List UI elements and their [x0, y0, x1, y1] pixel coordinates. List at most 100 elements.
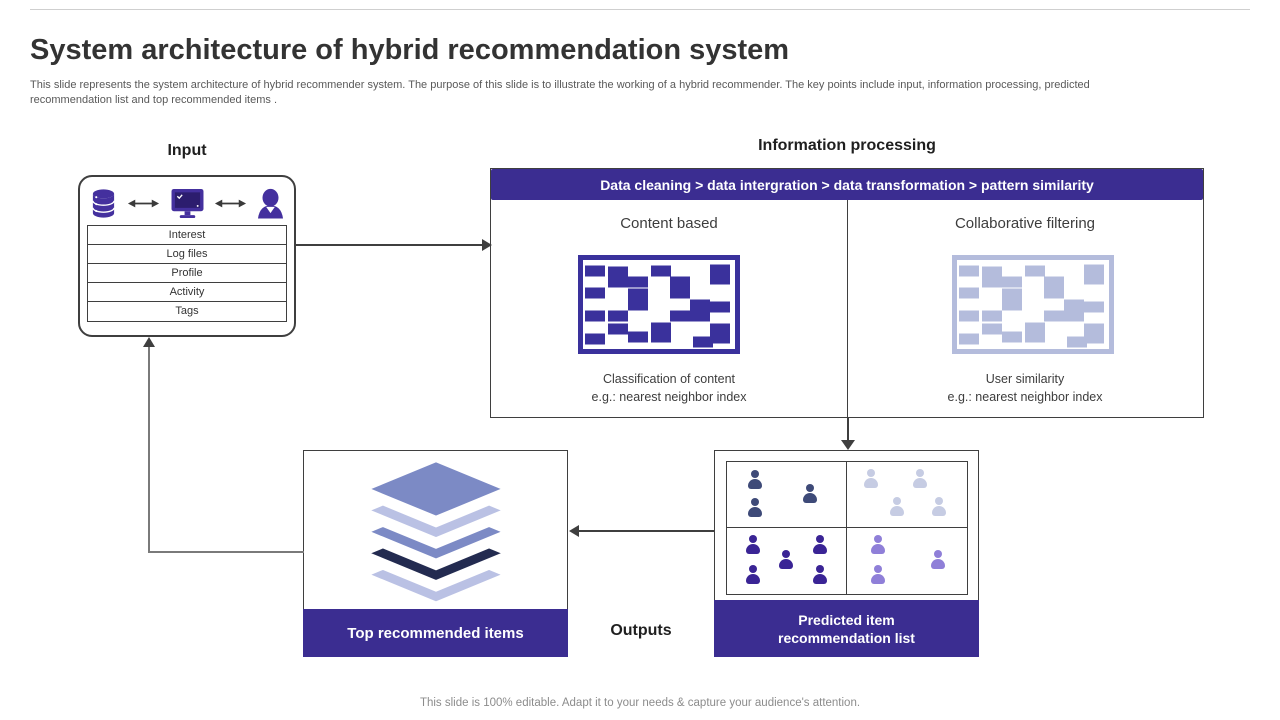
collaborative-filtering-title: Collaborative filtering: [954, 215, 1096, 232]
matrix-cell: [607, 276, 628, 288]
database-icon: [92, 189, 115, 218]
user-icon: [863, 468, 878, 488]
stack-layer: [360, 544, 511, 585]
feedback-loop-line-vertical: [148, 346, 150, 553]
user-icon: [746, 534, 761, 554]
predicted-box: Predicted item recommendation list: [714, 450, 979, 657]
matrix-cell: [709, 273, 730, 285]
collaborative-caption-line1: User similarity: [985, 372, 1065, 386]
matrix-cell: [981, 310, 1002, 322]
stack-layer: [360, 565, 511, 606]
input-section-label: Input: [167, 142, 207, 159]
matrix-cell: [981, 276, 1002, 288]
pipeline-header: Data cleaning > data intergration > data…: [491, 169, 1203, 200]
matrix-cell: [650, 322, 671, 334]
slide-description-line2: recommendation list and top recommended …: [30, 94, 278, 106]
slide-description: This slide represents the system archite…: [30, 78, 1210, 108]
user-icon: [871, 534, 885, 554]
user-quadrant-top-right: [847, 462, 967, 528]
content-caption-line2: e.g.: nearest neighbor index: [591, 390, 747, 404]
user-icon: [913, 468, 927, 488]
matrix-cell: [585, 333, 606, 345]
matrix-cell: [1001, 288, 1022, 300]
flow-arrow-processing-to-predicted-line: [847, 418, 849, 441]
content-based-matrix-icon: [578, 255, 740, 354]
matrix-cell: [709, 301, 730, 313]
flow-arrow-predicted-to-top-line: [579, 530, 714, 532]
user-icon: [779, 550, 794, 570]
collaborative-caption: User similarity e.g.: nearest neighbor i…: [847, 370, 1203, 406]
content-caption-line1: Classification of content: [602, 372, 735, 386]
matrix-cell: [1044, 287, 1065, 299]
content-based-caption: Classification of content e.g.: nearest …: [491, 370, 847, 406]
matrix-cell: [959, 265, 980, 277]
stack-layer: [360, 522, 511, 563]
user-quadrant-top-left: [727, 462, 847, 528]
matrix-cell: [585, 265, 606, 277]
slide-description-line1: This slide represents the system archite…: [30, 79, 1090, 91]
stack-layer: [360, 501, 511, 542]
top-items-box: Top recommended items: [303, 450, 568, 657]
predicted-user-grid: [726, 461, 968, 595]
matrix-cell: [1001, 331, 1022, 343]
input-icon-row: [80, 177, 294, 223]
feedback-loop-line-horizontal: [148, 551, 304, 553]
matrix-cell: [709, 332, 730, 344]
matrix-cell: [607, 266, 628, 278]
matrix-cell: [607, 310, 628, 322]
matrix-cell: [1024, 265, 1045, 277]
matrix-cell: [1001, 299, 1022, 310]
user-icon: [931, 549, 945, 569]
matrix-cell: [1024, 322, 1045, 334]
flow-arrow-input-to-processing-line: [296, 244, 482, 246]
matrix-cell: [670, 310, 691, 322]
user-icon: [812, 564, 827, 584]
user-icon: [932, 497, 947, 517]
matrix-cell: [1064, 310, 1085, 322]
matrix-cell: [709, 264, 730, 276]
page-title: System architecture of hybrid recommenda…: [30, 34, 790, 66]
matrix-cell: [1044, 310, 1065, 322]
input-table-row: Profile: [88, 264, 286, 283]
layer-stack-icon: [360, 457, 511, 606]
matrix-cell: [959, 310, 980, 322]
matrix-cell: [627, 288, 648, 300]
matrix-cell: [693, 336, 714, 348]
matrix-cell: [585, 310, 606, 322]
matrix-cell: [627, 276, 648, 288]
user-icon: [871, 564, 885, 584]
outputs-label: Outputs: [610, 622, 672, 639]
double-arrow-icon: [127, 199, 159, 208]
footer-note: This slide is 100% editable. Adapt it to…: [419, 697, 861, 709]
content-based-title: Content based: [620, 215, 718, 232]
matrix-cell: [981, 266, 1002, 278]
matrix-cell: [650, 265, 671, 277]
matrix-cell: [1001, 276, 1022, 288]
woman-user-icon: [257, 188, 284, 219]
matrix-cell: [650, 331, 671, 343]
top-divider-rule: [30, 9, 1250, 10]
user-icon: [746, 564, 761, 584]
user-quadrant-bottom-left: [727, 528, 847, 594]
matrix-cell: [1044, 276, 1065, 288]
matrix-cell: [627, 331, 648, 343]
processing-box: Data cleaning > data intergration > data…: [490, 168, 1204, 418]
matrix-cell: [1067, 336, 1088, 348]
collaborative-caption-line2: e.g.: nearest neighbor index: [947, 390, 1103, 404]
user-icon: [803, 484, 818, 504]
matrix-cell: [607, 323, 628, 335]
top-items-banner-label: Top recommended items: [347, 624, 524, 642]
matrix-cell: [1083, 301, 1104, 313]
input-table-row: Activity: [88, 283, 286, 302]
user-icon: [890, 497, 905, 517]
stack-layer: [360, 457, 511, 521]
matrix-cell: [670, 287, 691, 299]
flow-arrow-input-to-processing-head: [482, 239, 492, 251]
matrix-cell: [627, 299, 648, 310]
flow-arrow-predicted-to-top-head: [569, 525, 579, 537]
matrix-cell: [690, 299, 711, 310]
double-arrow-icon: [215, 199, 247, 208]
